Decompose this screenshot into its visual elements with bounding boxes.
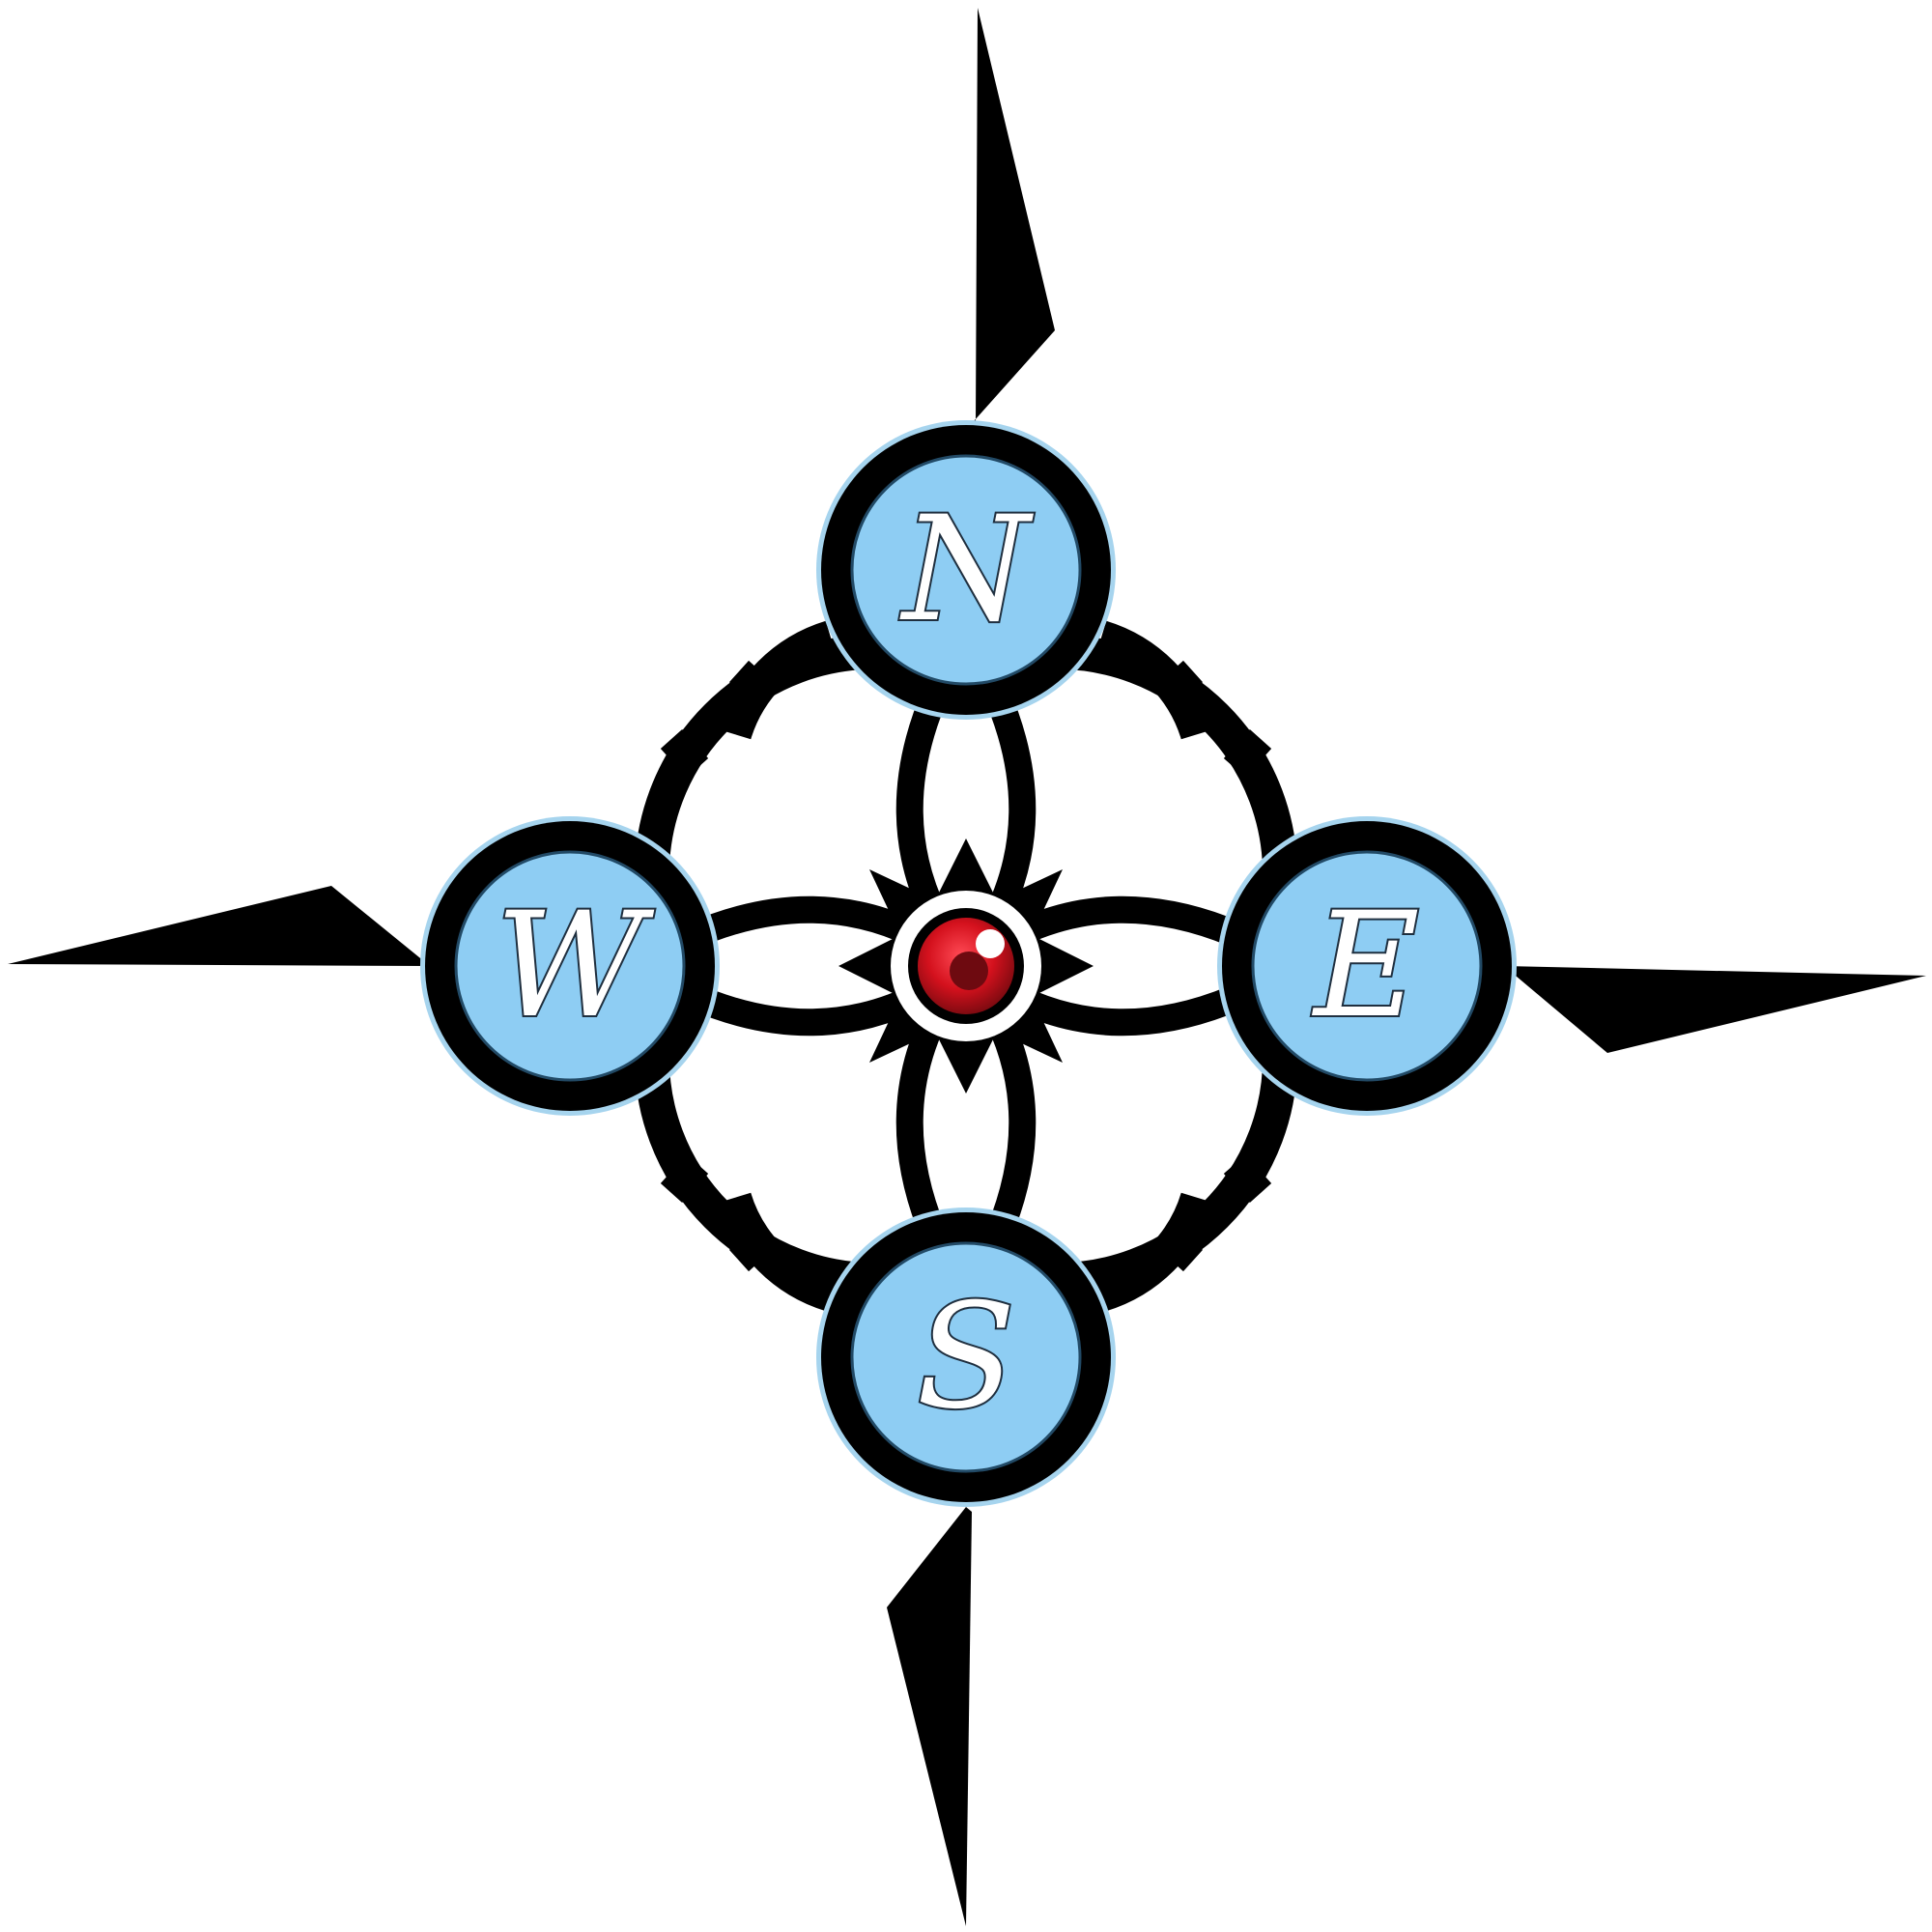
west-letter: W [496,882,655,1050]
medallion-east: E [1217,816,1517,1116]
north-letter: N [899,486,1034,654]
east-letter: E [1311,882,1420,1050]
west-spike [8,886,430,966]
medallion-west: W [420,816,720,1116]
east-spike [1504,966,1926,1053]
north-spike [966,8,1055,430]
south-spike [887,1507,972,1926]
south-letter: S [917,1273,1016,1441]
compass-spikes [8,8,1926,1926]
medallion-south: S [816,1208,1116,1507]
medallion-north: N [816,420,1116,720]
red-jewel-icon [914,914,1018,1018]
